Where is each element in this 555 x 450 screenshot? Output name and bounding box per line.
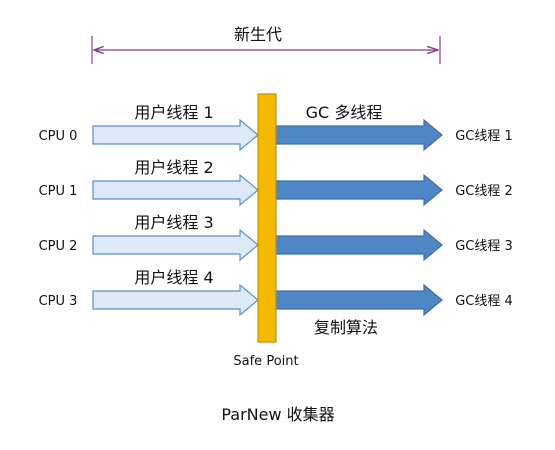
user-thread-label: 用户线程 2 bbox=[134, 158, 213, 177]
gc-multithread-label: GC 多线程 bbox=[306, 103, 383, 122]
cpu-label: CPU 2 bbox=[39, 239, 78, 254]
user-thread-arrow bbox=[92, 118, 259, 152]
user-thread-arrow bbox=[92, 173, 259, 207]
cpu-label: CPU 1 bbox=[39, 184, 78, 199]
thread-rows: CPU 0 用户线程 1 GC线程 1 CPU 1 用户线程 2 GC线程 2 CPU 2 用… bbox=[39, 103, 513, 317]
gc-thread-arrow bbox=[275, 283, 443, 317]
user-thread-arrow bbox=[92, 283, 259, 317]
cpu-label: CPU 0 bbox=[39, 129, 78, 144]
cpu-label: CPU 3 bbox=[39, 294, 78, 309]
generation-label: 新生代 bbox=[234, 25, 282, 44]
user-thread-label: 用户线程 3 bbox=[134, 213, 213, 232]
gc-thread-label: GC线程 3 bbox=[455, 239, 513, 254]
user-thread-arrow bbox=[92, 228, 259, 262]
safe-point-bar bbox=[257, 93, 277, 343]
gc-thread-label: GC线程 4 bbox=[455, 294, 513, 309]
user-thread-label: 用户线程 1 bbox=[134, 103, 213, 122]
gc-thread-arrow bbox=[275, 228, 443, 262]
gc-thread-arrow bbox=[275, 173, 443, 207]
user-thread-label: 用户线程 4 bbox=[134, 268, 213, 287]
gc-thread-label: GC线程 2 bbox=[455, 184, 513, 199]
copy-algorithm-label: 复制算法 bbox=[314, 318, 378, 337]
gc-thread-arrow bbox=[275, 118, 443, 152]
safe-point-label: Safe Point bbox=[233, 354, 298, 369]
diagram-title: ParNew 收集器 bbox=[221, 405, 334, 424]
gc-thread-label: GC线程 1 bbox=[455, 129, 513, 144]
